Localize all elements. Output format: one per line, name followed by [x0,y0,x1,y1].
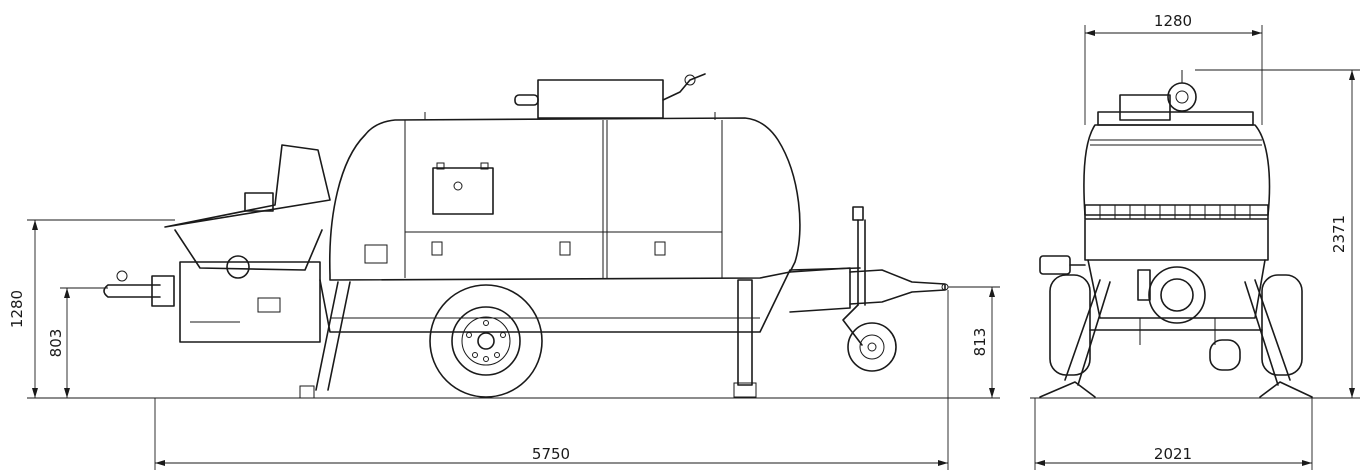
dim-arrow [32,388,38,398]
front-left-leg [1064,279,1111,386]
side-dimensions: 1280 803 813 5750 [8,219,1000,470]
dim-label-outlet-height: 803 [47,329,65,358]
dim-arrow [64,288,70,298]
side-panel-knob [453,181,463,191]
front-fan [1167,82,1197,112]
side-latch [431,241,443,256]
front-lower-body [1087,259,1266,319]
side-hopper [164,144,331,228]
side-panel-hinge [436,162,445,170]
dim-label-front-height: 2371 [1330,215,1348,253]
side-service-panel [432,167,494,215]
side-front-jack [737,279,753,386]
side-wheel-bolt [483,356,489,362]
side-wheel-bolt [483,320,489,326]
dim-arrow [938,460,948,466]
side-hopper-lever [244,192,274,212]
side-tow-bar [849,269,946,305]
front-pump-port [1160,278,1194,312]
dim-arrow [1302,460,1312,466]
side-tow-frame [789,267,851,313]
front-view [1030,70,1315,399]
side-exhaust-cap [684,74,696,86]
front-jockey-wheel [1209,339,1241,371]
side-jockey-wheel-center [867,342,877,352]
front-hopper [1084,219,1269,261]
front-dimensions: 1280 2371 2021 [1034,12,1360,470]
front-right-leg [1244,279,1291,386]
front-pump-bracket [1137,269,1151,301]
side-wheel-bolt [500,332,506,338]
side-label-plate [364,244,388,264]
side-main-wheel-center [477,332,495,350]
side-view [103,73,1000,399]
side-jockey-fork [842,304,863,346]
side-pump-housing [179,261,321,343]
side-outlet-clamp [116,270,128,282]
side-outlet-coupling [151,275,175,307]
front-right-tire [1261,274,1303,376]
side-pump-flange [226,255,250,279]
side-jockey-wheel [847,322,897,372]
dim-arrow [989,287,995,297]
dim-label-overall-length: 5750 [532,445,570,463]
front-outlet-valve [1039,255,1071,275]
dim-label-front-base-width: 2021 [1154,445,1192,463]
side-front-jack-foot [733,382,757,398]
side-air-intake [514,94,539,106]
side-main-wheel-rim [451,306,521,376]
dim-label-hopper-height: 1280 [8,290,26,328]
dim-arrow [1085,30,1095,36]
front-grille [1084,204,1269,220]
dim-label-tow-height: 813 [971,328,989,357]
front-left-foot [1039,381,1096,398]
front-fan-hub [1175,90,1189,104]
dim-arrow [155,460,165,466]
front-pump-flange [1148,266,1206,324]
dim-arrow [32,220,38,230]
side-wheel-bolt [472,352,478,358]
side-main-wheel-hub [461,316,511,366]
side-chassis [319,267,861,333]
side-latch [559,241,571,256]
dim-arrow [1252,30,1262,36]
front-right-foot [1259,381,1313,398]
side-exhaust-pipe [662,73,706,101]
dim-arrow [989,388,995,398]
dim-arrow [1035,460,1045,466]
side-wheel-bolt [494,352,500,358]
side-pump-box [257,297,281,313]
side-wheel-bolt [466,332,472,338]
side-jockey-handle [852,206,864,221]
side-latch [654,241,666,256]
front-main-body [1083,124,1271,216]
side-rear-leg [315,281,351,391]
dim-arrow [1349,388,1355,398]
side-jockey-wheel-hub [859,334,885,360]
front-top-frame [1097,111,1254,126]
side-hopper-body [174,229,323,271]
side-engine-box [537,79,664,119]
side-main-body [328,117,801,281]
dim-label-front-top-width: 1280 [1154,12,1192,30]
dim-arrow [64,388,70,398]
front-left-tire [1049,274,1091,376]
front-engine-box [1119,94,1171,121]
dim-arrow [1349,70,1355,80]
side-main-wheel-tire [429,284,543,398]
side-rear-leg-foot [299,385,315,399]
side-panel-hinge [480,162,489,170]
